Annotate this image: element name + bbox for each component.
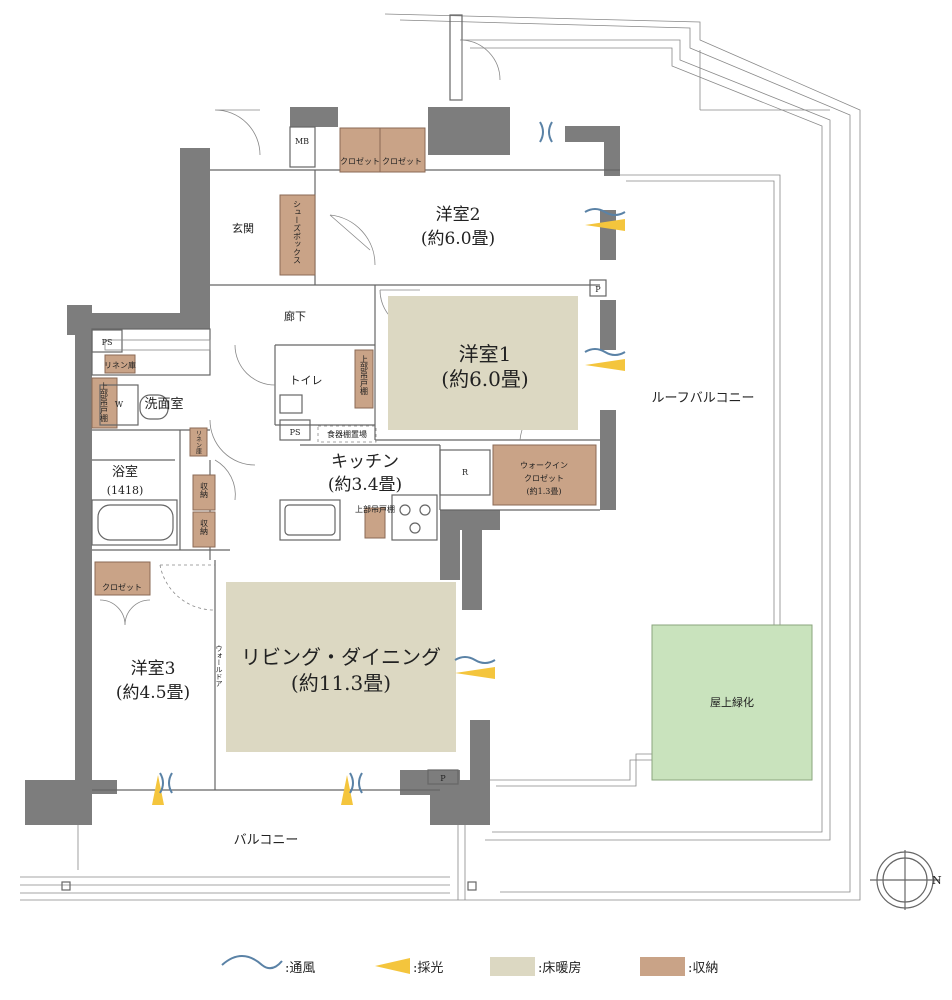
mb-label: MB bbox=[295, 137, 309, 146]
western3-size: (約4.5畳) bbox=[116, 683, 190, 703]
closet-c-label: クロゼット bbox=[102, 582, 142, 592]
p-label-south: P bbox=[440, 774, 446, 783]
closet-a-label: クロゼット bbox=[340, 156, 380, 166]
ps-label-wash: PS bbox=[102, 338, 113, 347]
linen-2-label: リネン庫 bbox=[195, 430, 202, 455]
rooftop-green-label: 屋上緑化 bbox=[710, 695, 754, 709]
closet-a bbox=[339, 127, 381, 173]
dish-shelf-label: 食器棚置場 bbox=[327, 429, 367, 439]
legend-floor-heating: :床暖房 bbox=[538, 960, 581, 976]
western1-name: 洋室1 bbox=[459, 342, 512, 366]
walk-in-label-2: クロゼット bbox=[524, 473, 564, 483]
legend-storage: :収納 bbox=[688, 961, 718, 976]
upper-cabinet-toilet bbox=[354, 349, 374, 409]
kitchen-name: キッチン bbox=[331, 452, 399, 472]
p-label-east: P bbox=[595, 285, 601, 294]
upper-cabinet-wash-label: 上部吊戸棚 bbox=[100, 382, 109, 423]
walk-in-closet bbox=[492, 444, 597, 506]
legend-lighting-icon bbox=[375, 958, 410, 974]
shoes-box-label: シューズボックス bbox=[293, 200, 302, 264]
upper-cabinet-toilet-label: 上部吊戸棚 bbox=[360, 355, 369, 396]
entrance-label: 玄関 bbox=[232, 221, 254, 235]
closet-c bbox=[94, 561, 151, 596]
floor-heating-living bbox=[226, 582, 456, 752]
compass: N bbox=[870, 850, 942, 910]
linen-1 bbox=[104, 354, 136, 374]
roof-balcony-label: ルーフバルコニー bbox=[652, 391, 755, 406]
living-name: リビング・ダイニング bbox=[241, 645, 441, 669]
upper-cabinet-kitchen-label: 上部吊戸棚 bbox=[355, 504, 395, 514]
linen-1-label: リネン庫 bbox=[104, 360, 136, 370]
ventilation-markers bbox=[159, 121, 626, 794]
legend-floor-heating-swatch bbox=[490, 957, 535, 976]
w-label: W bbox=[115, 400, 124, 409]
floor-heating-western1 bbox=[388, 296, 578, 430]
storage-2-label: 収納 bbox=[200, 518, 209, 536]
compass-n-label: N bbox=[932, 874, 942, 887]
r-label: R bbox=[462, 468, 469, 477]
legend: :通風 :採光 :床暖房 :収納 bbox=[221, 955, 718, 976]
linen-2 bbox=[189, 427, 208, 457]
daylight-markers bbox=[152, 219, 625, 805]
legend-ventilation-icon bbox=[221, 955, 283, 970]
closet-b-label: クロゼット bbox=[382, 156, 422, 166]
bath-size: (1418) bbox=[107, 484, 144, 497]
walls bbox=[25, 107, 620, 825]
ps-label-kitchen: PS bbox=[290, 428, 301, 437]
walk-in-size: (約1.3畳) bbox=[527, 486, 562, 496]
upper-cabinet-wash bbox=[91, 377, 118, 429]
walk-in-label-1: ウォークイン bbox=[520, 461, 568, 470]
western3-name: 洋室3 bbox=[131, 659, 176, 679]
western1-size: (約6.0畳) bbox=[441, 367, 528, 391]
western2-name: 洋室2 bbox=[436, 205, 481, 225]
kitchen-size: (約3.4畳) bbox=[328, 475, 402, 495]
top-window-frame bbox=[449, 14, 501, 101]
closet-b bbox=[379, 127, 426, 173]
storage-1 bbox=[192, 474, 216, 511]
storage-areas bbox=[91, 127, 597, 596]
wall-door-label: ウォールドア bbox=[215, 645, 223, 687]
upper-cabinet-kitchen bbox=[364, 507, 386, 539]
washroom-label: 洗面室 bbox=[144, 396, 183, 412]
legend-lighting: :採光 bbox=[413, 961, 443, 976]
storage-1-label: 収納 bbox=[200, 481, 209, 499]
balcony-outline bbox=[20, 820, 495, 901]
western2-size: (約6.0畳) bbox=[421, 229, 495, 249]
corridor-label: 廊下 bbox=[284, 309, 306, 323]
toilet-label: トイレ bbox=[290, 374, 323, 387]
living-size: (約11.3畳) bbox=[291, 671, 391, 695]
rooftop-green bbox=[651, 624, 813, 781]
doors bbox=[99, 109, 571, 626]
balcony-label: バルコニー bbox=[234, 833, 299, 848]
fixtures bbox=[91, 126, 607, 785]
bath-name: 浴室 bbox=[112, 464, 138, 480]
legend-storage-swatch bbox=[640, 957, 685, 976]
legend-ventilation: :通風 bbox=[285, 961, 315, 976]
storage-2 bbox=[192, 511, 216, 548]
shoes-box bbox=[279, 194, 316, 276]
